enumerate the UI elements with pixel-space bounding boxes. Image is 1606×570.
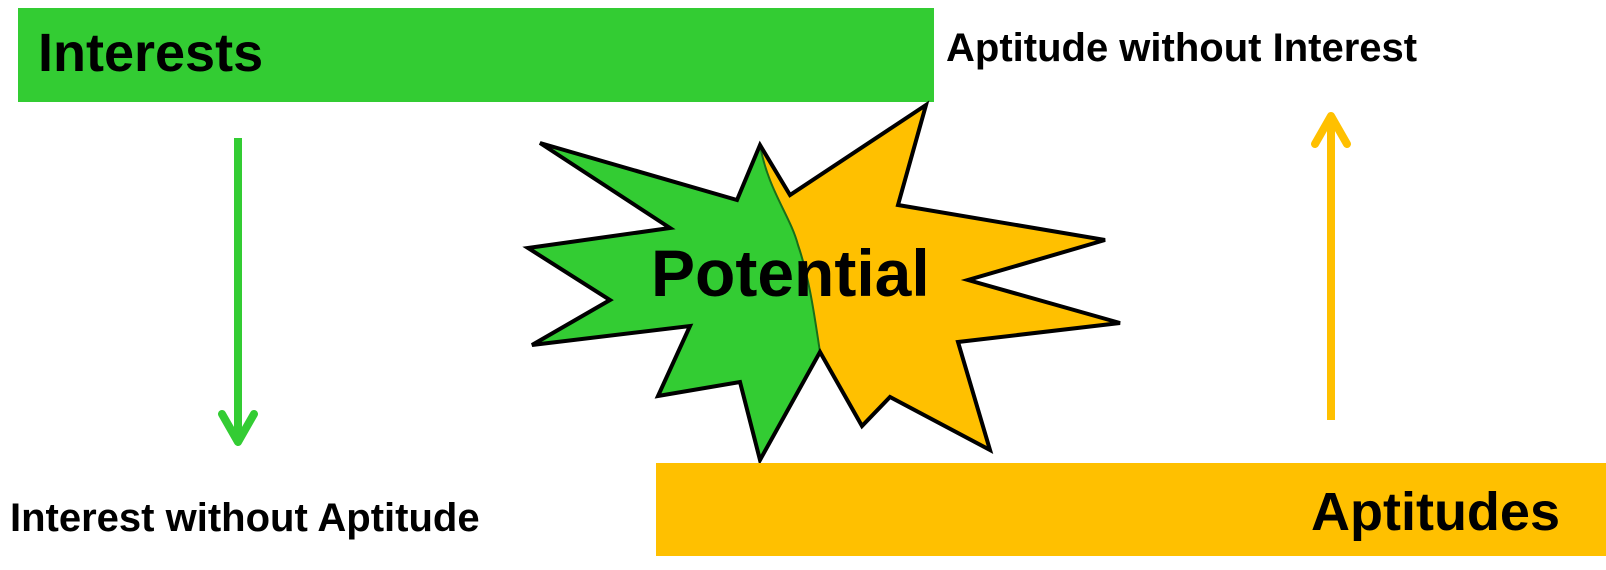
amber-arrow-head <box>1311 112 1351 148</box>
green-down-arrow <box>218 138 258 446</box>
interests-label: Interests <box>38 23 264 83</box>
interests-bar: Interests <box>18 8 934 102</box>
potential-label: Potential <box>651 236 930 310</box>
green-arrow-head <box>218 410 258 446</box>
aptitudes-label: Aptitudes <box>1311 482 1560 542</box>
amber-up-arrow <box>1311 112 1351 420</box>
starburst-outline <box>522 100 1121 466</box>
interest-without-aptitude-caption: Interest without Aptitude <box>10 496 480 540</box>
aptitude-without-interest-caption: Aptitude without Interest <box>946 26 1418 70</box>
starburst-divider <box>759 144 821 353</box>
aptitudes-bar: Aptitudes <box>656 463 1606 556</box>
